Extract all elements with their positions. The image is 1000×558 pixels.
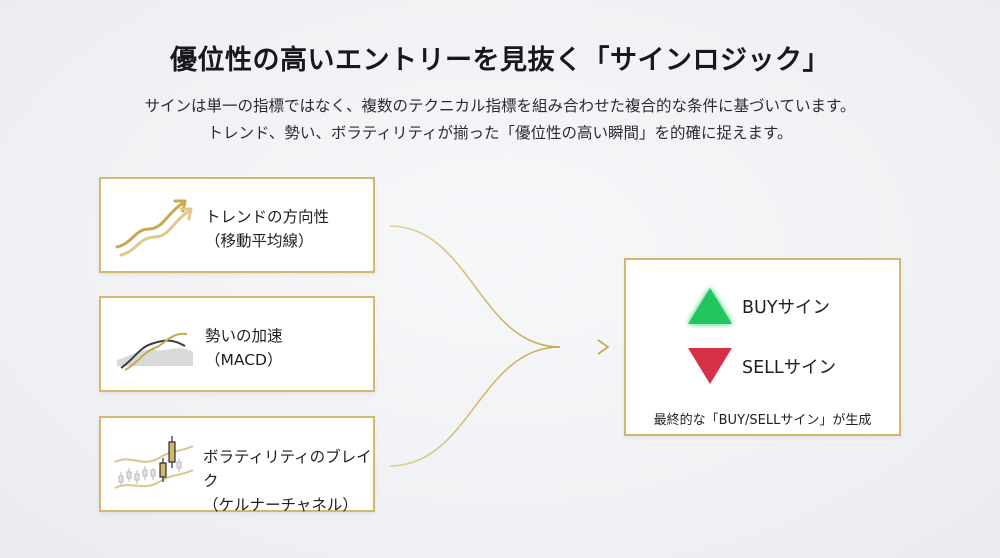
result-caption: 最終的な「BUY/SELLサイン」が生成	[653, 413, 872, 428]
flow-line-volatility	[389, 346, 561, 467]
input-card-momentum: 勢いの加速 （MACD）	[99, 296, 375, 392]
input-card-momentum-subtitle: （MACD）	[205, 351, 283, 369]
page-title: 優位性の高いエントリーを見抜く「サインロジック」	[170, 45, 830, 76]
input-card-volatility-title: ボラティリティのブレイク	[203, 448, 372, 490]
flow-line-trend	[389, 225, 561, 348]
sell-signal-label: SELLサイン	[742, 358, 837, 378]
subtitle-line-2: トレンド、勢い、ボラティリティが揃った「優位性の高い瞬間」を的確に捉えます。	[207, 124, 793, 142]
input-card-trend-label: トレンドの方向性 （移動平均線）	[205, 205, 375, 253]
keltner-candles-icon	[114, 436, 194, 489]
subtitle-line-1: サインは単一の指標ではなく、複数のテクニカル指標を組み合わせた複合的な条件に基づ…	[144, 97, 856, 115]
input-card-trend-title: トレンドの方向性	[205, 208, 330, 226]
input-card-volatility-subtitle: （ケルナーチャネル）	[203, 496, 358, 514]
buy-triangle-icon	[688, 288, 732, 324]
result-card: BUYサイン SELLサイン 最終的な「BUY/SELLサイン」が生成	[624, 258, 901, 436]
input-card-momentum-label: 勢いの加速 （MACD）	[205, 324, 375, 372]
input-card-volatility: ボラティリティのブレイク （ケルナーチャネル）	[99, 416, 375, 514]
input-card-volatility-label: ボラティリティのブレイク （ケルナーチャネル）	[203, 445, 373, 517]
trend-arrows-icon	[115, 199, 193, 257]
input-card-trend-subtitle: （移動平均線）	[205, 232, 314, 250]
buy-signal-row: BUYサイン	[684, 284, 884, 328]
input-card-trend: トレンドの方向性 （移動平均線）	[99, 177, 375, 273]
sell-signal-row: SELLサイン	[684, 344, 884, 388]
input-card-momentum-title: 勢いの加速	[205, 327, 283, 345]
buy-signal-label: BUYサイン	[742, 298, 831, 318]
flow-arrowhead-icon	[597, 339, 609, 355]
sell-triangle-icon	[688, 348, 732, 384]
macd-icon	[117, 332, 193, 371]
